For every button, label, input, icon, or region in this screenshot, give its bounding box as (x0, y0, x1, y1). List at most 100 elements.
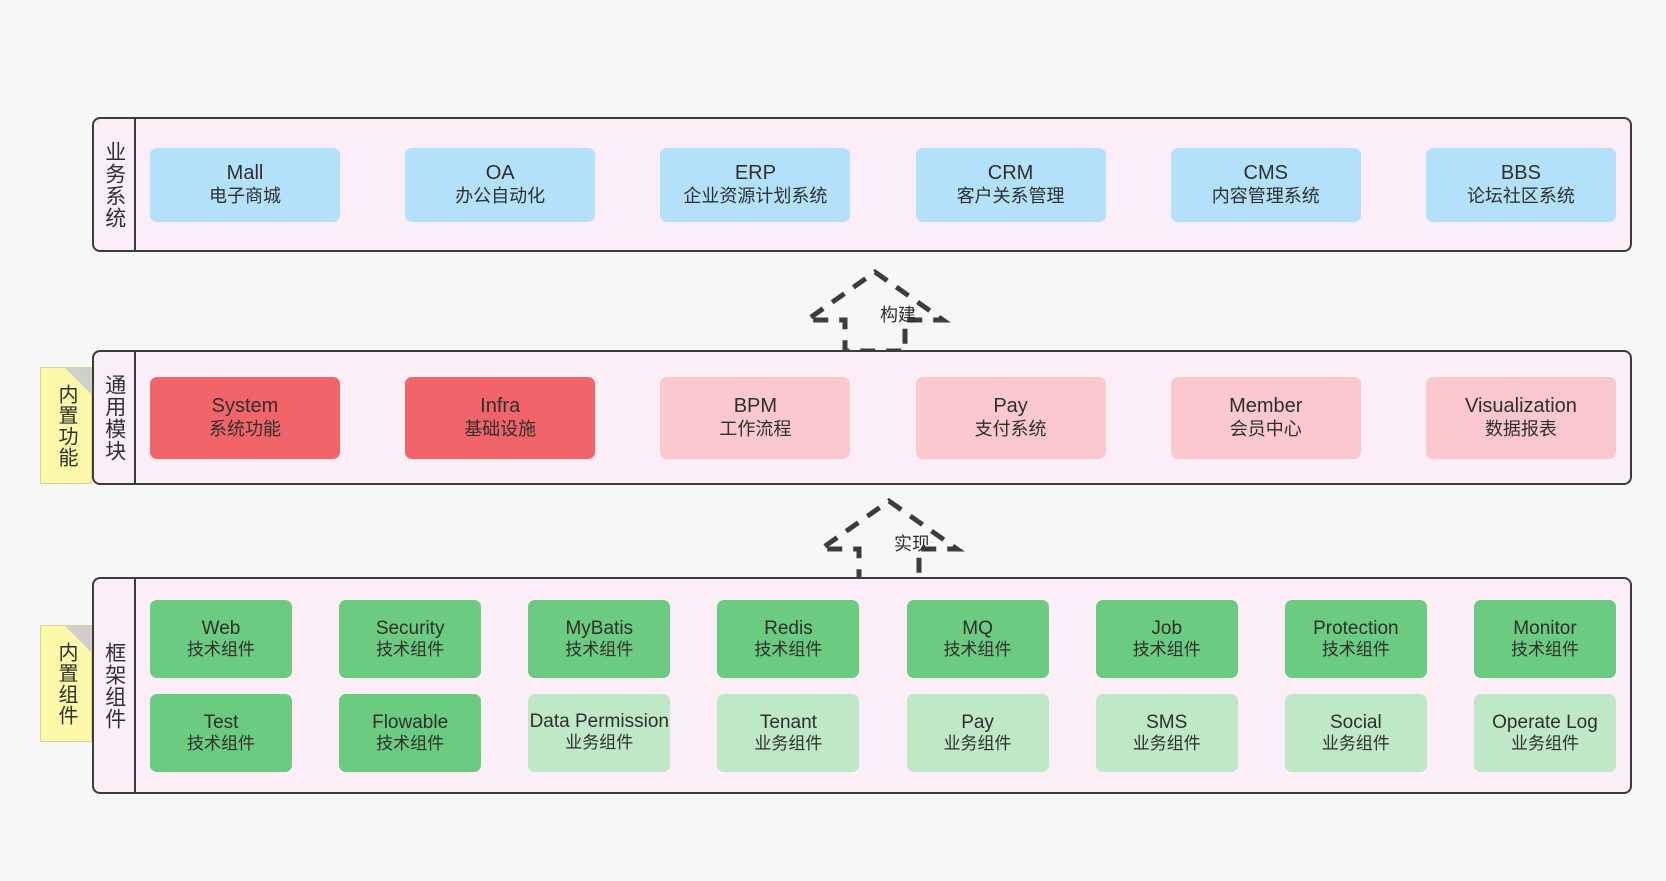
card-subtitle: 技术组件 (1321, 639, 1390, 659)
card-title: Tenant (759, 711, 817, 733)
card-title: Job (1151, 617, 1183, 639)
card-subtitle: 客户关系管理 (956, 185, 1065, 206)
card-subtitle: 业务组件 (943, 733, 1012, 753)
business-card-erp[interactable]: ERP 企业资源计划系统 (660, 147, 851, 222)
card-subtitle: 技术组件 (1132, 639, 1201, 659)
layer-framework-component: 框架组件 Web 技术组件 Security 技术组件 MyBatis 技术组件… (92, 577, 1632, 794)
layer-framework-component-title: 框架组件 (102, 641, 126, 730)
card-subtitle: 会员中心 (1229, 418, 1302, 439)
card-subtitle: 基础设施 (464, 418, 537, 439)
card-title: Security (375, 617, 445, 639)
module-card-member[interactable]: Member 会员中心 (1170, 376, 1361, 459)
business-card-oa[interactable]: OA 办公自动化 (405, 147, 596, 222)
card-title: Test (203, 711, 239, 733)
card-subtitle: 业务组件 (1321, 733, 1390, 753)
framework-card-data-permission[interactable]: Data Permission 业务组件 (528, 693, 671, 772)
card-title: BPM (733, 395, 778, 418)
card-title: OA (485, 162, 515, 185)
framework-card-tenant[interactable]: Tenant 业务组件 (717, 693, 860, 772)
module-card-visualization[interactable]: Visualization 数据报表 (1425, 376, 1616, 459)
card-title: Mall (226, 162, 264, 185)
layer-business-system: 业务系统 Mall 电子商城 OA 办公自动化 ERP 企业资源计划系统 CRM (92, 117, 1632, 252)
framework-card-test[interactable]: Test 技术组件 (150, 693, 292, 772)
card-title: CMS (1243, 162, 1288, 185)
note-builtin-component: 内置组件 (40, 625, 92, 742)
card-title: MQ (962, 617, 993, 639)
note-label: 内置组件 (55, 641, 77, 726)
card-subtitle: 办公自动化 (455, 185, 546, 206)
framework-card-mybatis[interactable]: MyBatis 技术组件 (528, 599, 671, 678)
module-card-system[interactable]: System 系统功能 (150, 376, 340, 459)
business-card-crm[interactable]: CRM 客户关系管理 (915, 147, 1106, 222)
card-title: Flowable (372, 711, 449, 733)
layer-common-module-title: 通用模块 (102, 373, 126, 462)
card-subtitle: 系统功能 (209, 418, 281, 439)
card-title: System (211, 395, 279, 418)
implement-arrow-icon (813, 497, 965, 583)
framework-card-security[interactable]: Security 技术组件 (339, 599, 482, 678)
card-subtitle: 技术组件 (187, 733, 255, 753)
card-subtitle: 内容管理系统 (1211, 185, 1320, 206)
business-card-mall[interactable]: Mall 电子商城 (150, 147, 340, 222)
connector-implement-label: 实现 (894, 534, 930, 554)
connector-implement: 实现 (813, 497, 965, 583)
connector-build: 构建 (799, 268, 951, 354)
card-subtitle: 技术组件 (565, 639, 634, 659)
card-title: Infra (480, 395, 521, 418)
module-card-pay[interactable]: Pay 支付系统 (915, 376, 1106, 459)
note-builtin-function: 内置功能 (40, 367, 92, 484)
card-subtitle: 业务组件 (1510, 733, 1579, 753)
card-subtitle: 技术组件 (376, 639, 445, 659)
card-subtitle: 支付系统 (974, 418, 1047, 439)
framework-card-row-technical: Web 技术组件 Security 技术组件 MyBatis 技术组件 Redi… (150, 599, 1616, 678)
card-subtitle: 技术组件 (1510, 639, 1579, 659)
card-title: MyBatis (565, 617, 634, 639)
card-subtitle: 技术组件 (376, 733, 445, 753)
framework-card-mq[interactable]: MQ 技术组件 (906, 599, 1049, 678)
card-subtitle: 业务组件 (754, 733, 823, 753)
layer-common-module-body: System 系统功能 Infra 基础设施 BPM 工作流程 Pay 支付系统… (136, 352, 1630, 483)
layer-business-system-title: 业务系统 (102, 140, 126, 229)
framework-card-operate-log[interactable]: Operate Log 业务组件 (1473, 693, 1616, 772)
business-card-cms[interactable]: CMS 内容管理系统 (1170, 147, 1361, 222)
framework-card-web[interactable]: Web 技术组件 (150, 599, 292, 678)
layer-framework-component-body: Web 技术组件 Security 技术组件 MyBatis 技术组件 Redi… (136, 579, 1630, 792)
card-title: Redis (764, 617, 813, 639)
card-title: Member (1229, 395, 1303, 418)
card-title: ERP (734, 162, 776, 185)
note-label: 内置功能 (55, 383, 77, 468)
framework-card-protection[interactable]: Protection 技术组件 (1284, 599, 1427, 678)
connector-build-label: 构建 (880, 305, 916, 325)
build-arrow-icon (799, 268, 951, 354)
module-card-infra[interactable]: Infra 基础设施 (405, 376, 596, 459)
card-title: Pay (961, 711, 994, 733)
card-title: Social (1329, 711, 1382, 733)
card-title: SMS (1146, 711, 1188, 733)
card-subtitle: 技术组件 (187, 639, 255, 659)
card-subtitle: 企业资源计划系统 (683, 185, 828, 206)
card-title: Pay (993, 395, 1028, 418)
framework-card-sms[interactable]: SMS 业务组件 (1095, 693, 1238, 772)
card-title: BBS (1500, 162, 1541, 185)
framework-card-pay[interactable]: Pay 业务组件 (906, 693, 1049, 772)
framework-card-monitor[interactable]: Monitor 技术组件 (1473, 599, 1616, 678)
folded-corner-icon (65, 626, 91, 652)
card-title: Data Permission (529, 710, 669, 732)
framework-card-social[interactable]: Social 业务组件 (1284, 693, 1427, 772)
module-card-row: System 系统功能 Infra 基础设施 BPM 工作流程 Pay 支付系统… (150, 376, 1616, 459)
framework-card-redis[interactable]: Redis 技术组件 (717, 599, 860, 678)
module-card-bpm[interactable]: BPM 工作流程 (660, 376, 851, 459)
layer-business-system-body: Mall 电子商城 OA 办公自动化 ERP 企业资源计划系统 CRM 客户关系… (136, 119, 1630, 250)
card-title: Visualization (1464, 395, 1577, 418)
framework-card-flowable[interactable]: Flowable 技术组件 (339, 693, 482, 772)
business-card-bbs[interactable]: BBS 论坛社区系统 (1425, 147, 1616, 222)
card-subtitle: 工作流程 (719, 418, 792, 439)
card-subtitle: 技术组件 (943, 639, 1012, 659)
layer-common-module: 通用模块 System 系统功能 Infra 基础设施 BPM 工作流程 Pay (92, 350, 1632, 485)
card-title: Operate Log (1492, 711, 1598, 733)
framework-card-row-business: Test 技术组件 Flowable 技术组件 Data Permission … (150, 693, 1616, 772)
card-subtitle: 技术组件 (754, 639, 823, 659)
framework-card-job[interactable]: Job 技术组件 (1095, 599, 1238, 678)
card-title: Monitor (1513, 617, 1577, 639)
